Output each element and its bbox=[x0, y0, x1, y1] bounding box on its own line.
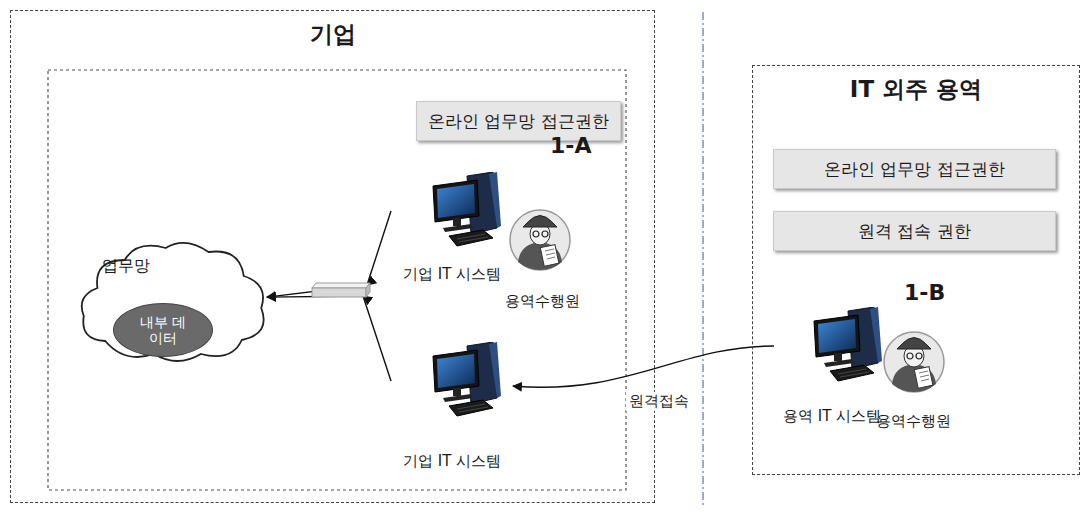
node-label: 용역 IT 시스템 bbox=[774, 407, 890, 426]
node-label: 기업 IT 시스템 bbox=[391, 452, 513, 471]
boundary-line bbox=[702, 12, 703, 505]
callout-number: 1-A bbox=[550, 133, 591, 158]
node-label: 온라인 업무망 접근권한 bbox=[814, 158, 1015, 181]
data-ellipse: 내부 데이터 bbox=[113, 303, 213, 357]
arrow-connector bbox=[267, 211, 391, 297]
network-cloud: 업무망내부 데이터 bbox=[76, 236, 271, 366]
region-title: 기업 bbox=[11, 11, 654, 50]
computer-system: 기업 IT 시스템 bbox=[391, 336, 513, 471]
edge-label: 원격접속 bbox=[626, 392, 692, 411]
computer-icon bbox=[427, 172, 503, 248]
person-label: 용역수행원 bbox=[505, 292, 580, 311]
arrow-connector bbox=[267, 296, 391, 381]
person-label: 용역수행원 bbox=[876, 412, 951, 431]
permission-box: 원격 접속 권한 bbox=[773, 211, 1056, 251]
computer-icon bbox=[808, 307, 884, 383]
callout-number: 1-B bbox=[904, 280, 945, 305]
node-label: 원격 접속 권한 bbox=[848, 220, 981, 243]
region-box: 기업온라인 업무망 접근권한업무망내부 데이터기업 IT 시스템기업 IT 시스… bbox=[10, 10, 655, 503]
permission-box: 온라인 업무망 접근권한 bbox=[773, 149, 1056, 189]
person-icon bbox=[510, 210, 570, 270]
node-label: 업무망 bbox=[102, 256, 150, 277]
arrow-connector bbox=[513, 346, 774, 387]
switch-top bbox=[312, 283, 370, 288]
switch-side bbox=[366, 283, 370, 297]
computer-system: 용역 IT 시스템 bbox=[774, 301, 890, 426]
computer-icon bbox=[427, 342, 503, 418]
person-icon bbox=[884, 332, 944, 392]
node-label: 기업 IT 시스템 bbox=[391, 265, 513, 284]
network-switch bbox=[312, 288, 366, 297]
node-label: 내부 데이터 bbox=[139, 314, 187, 346]
region-title: IT 외주 용역 bbox=[753, 66, 1079, 105]
node-label: 온라인 업무망 접근권한 bbox=[418, 110, 619, 133]
inner-dashed-frame bbox=[48, 70, 626, 490]
computer-system: 기업 IT 시스템 bbox=[391, 166, 513, 284]
